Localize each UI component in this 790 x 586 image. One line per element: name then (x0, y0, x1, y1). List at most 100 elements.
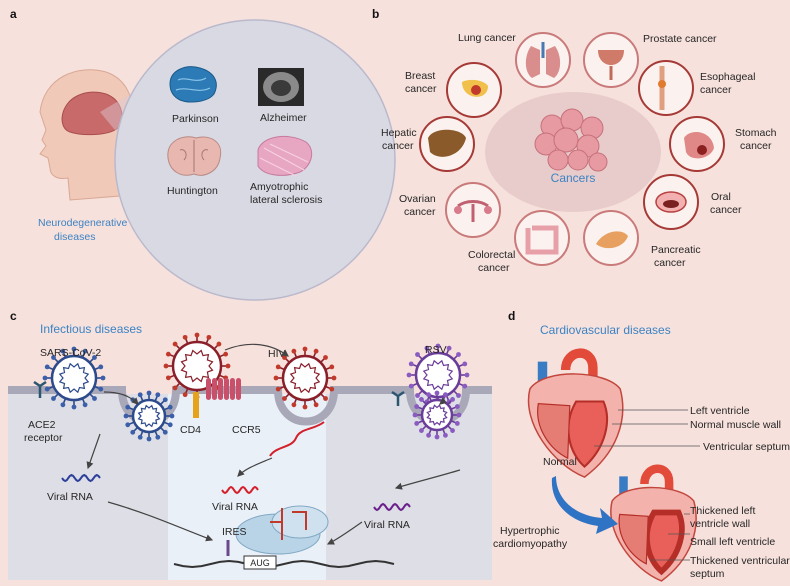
alzheimer-label: Alzheimer (260, 112, 307, 124)
pancreatic-cancer-label-line1: Pancreatic (651, 244, 701, 256)
esophageal-cancer-label-line2: cancer (700, 84, 732, 96)
panel-d-letter: d (508, 309, 515, 323)
cd4-receptor-icon (193, 392, 199, 418)
hiv-viral-rna-strand (269, 421, 325, 457)
sars-cov-2-virus-icon (42, 346, 106, 410)
rsv-entry-arrow (439, 397, 447, 405)
panel-b: b Cancers (372, 7, 777, 274)
colon-icon (514, 210, 570, 266)
ccr5-helix (218, 378, 223, 400)
prostate-cancer-label: Prostate cancer (643, 33, 717, 45)
sars-viral-rna-icon (61, 473, 101, 483)
hcm-leader-lines (650, 513, 690, 561)
colorectal-cancer-label-line2: cancer (478, 262, 510, 274)
normal-muscle-wall-label: Normal muscle wall (690, 419, 781, 431)
als-label-line1: Amyotrophic (250, 181, 308, 193)
ccr5-helix (230, 378, 235, 400)
thickened-wall-label-line2: ventricle wall (690, 518, 750, 530)
ires-structure-icon (270, 508, 307, 540)
stomach-cancer-label-line1: Stomach (735, 127, 777, 139)
hiv-entry-arrow (224, 343, 289, 357)
rsv-release-arrow (394, 469, 461, 490)
thickened-septum-label-line2: septum (690, 568, 725, 580)
panel-a-letter: a (10, 7, 17, 21)
hiv-virus-icon (163, 332, 231, 400)
ace2-receptor-icon (33, 380, 47, 398)
hiv-viral-rna-label: Viral RNA (212, 501, 258, 513)
thickened-septum-label-line1: Thickened ventricular (690, 555, 790, 567)
oral-cancer-label-line2: cancer (710, 204, 742, 216)
left-ventricle-label: Left ventricle (690, 405, 750, 417)
hiv-viral-rna-icon (221, 485, 259, 495)
breast-cancer-label-line1: Breast (405, 70, 435, 82)
hcm-label-line1: Hypertrophic (500, 525, 560, 537)
neuro-label-line1: Neurodegenerative (38, 217, 127, 229)
normal-leader-lines (594, 409, 700, 447)
pancreatic-cancer-label-line2: cancer (654, 257, 686, 269)
hepatic-cancer-label-line2: cancer (382, 140, 414, 152)
ovarian-cancer-label-line1: Ovarian (399, 193, 436, 205)
als-label-line2: lateral sclerosis (250, 194, 322, 206)
hiv-rna-arrow (237, 457, 273, 477)
ccr5-label: CCR5 (232, 424, 261, 436)
huntington-label: Huntington (167, 185, 218, 197)
ventricular-septum-label: Ventricular septum (703, 441, 790, 453)
hiv-fusion-icon (273, 346, 337, 410)
esophagus-icon (638, 60, 694, 116)
progression-arrow-icon (551, 476, 618, 534)
ace2-label-line2: receptor (24, 432, 63, 444)
ccr5-helix (236, 378, 241, 400)
rsv-virus-icon (406, 343, 470, 407)
rsv-label: RSV (425, 344, 447, 356)
rsv-viral-rna-icon (373, 502, 411, 512)
sars-entry-arrow (103, 391, 139, 405)
als-muscle-icon (257, 135, 313, 176)
hepatic-cancer-label-line1: Hepatic (381, 127, 417, 139)
hcm-label-line2: cardiomyopathy (493, 538, 568, 550)
aug-codon-box (243, 555, 277, 570)
normal-heart-icon (527, 348, 624, 478)
panel-c-letter: c (10, 309, 17, 323)
infectious-title: Infectious diseases (40, 322, 142, 336)
rsv-viral-rna-label: Viral RNA (364, 519, 410, 531)
esophageal-cancer-label-line1: Esophageal (700, 71, 755, 83)
small-left-ventricle-label: Small left ventricle (690, 536, 775, 548)
parkinson-label: Parkinson (172, 113, 219, 125)
parkinson-brain-icon (169, 66, 217, 103)
sars-cov-2-endosome-icon (123, 390, 175, 442)
magnifier-circle (114, 19, 396, 301)
panel-b-letter: b (372, 7, 379, 21)
thickened-wall-label-line1: Thickened left (690, 505, 755, 517)
cd4-label: CD4 (180, 424, 201, 436)
colorectal-cancer-label-line1: Colorectal (468, 249, 515, 261)
sars-cov-2-label: SARS-CoV-2 (40, 347, 101, 359)
panel-a: a Parkinson Alzheimer Huntington Amyotro… (10, 7, 396, 301)
neuro-label-line2: diseases (54, 231, 95, 243)
ccr5-helix (206, 378, 211, 400)
mrna-strand-icon (173, 559, 395, 569)
sars-to-ires-arrow (107, 501, 214, 542)
ace2-label-line1: ACE2 (28, 419, 56, 431)
ccr5-helix (224, 378, 229, 400)
normal-label: Normal (543, 456, 577, 468)
rsv-endosome-icon (412, 390, 462, 440)
lung-cancer-label: Lung cancer (458, 32, 516, 44)
tumor-cluster-icon (534, 108, 608, 172)
aug-label: AUG (250, 558, 270, 568)
lung-icon (515, 32, 571, 88)
hcm-heart-icon (610, 464, 697, 582)
ovarian-cancer-label-line2: cancer (404, 206, 436, 218)
rsv-receptor-icon (391, 390, 405, 406)
stomach-cancer-label-line2: cancer (740, 140, 772, 152)
ires-label: IRES (222, 526, 247, 538)
oral-cancer-label-line1: Oral (711, 191, 731, 203)
cardio-title: Cardiovascular diseases (540, 323, 671, 337)
sars-release-arrow (86, 433, 101, 470)
breast-cancer-label-line2: cancer (405, 83, 437, 95)
sars-viral-rna-label: Viral RNA (47, 491, 93, 503)
cancers-center-label: Cancers (551, 171, 596, 185)
ccr5-helix (212, 378, 217, 400)
